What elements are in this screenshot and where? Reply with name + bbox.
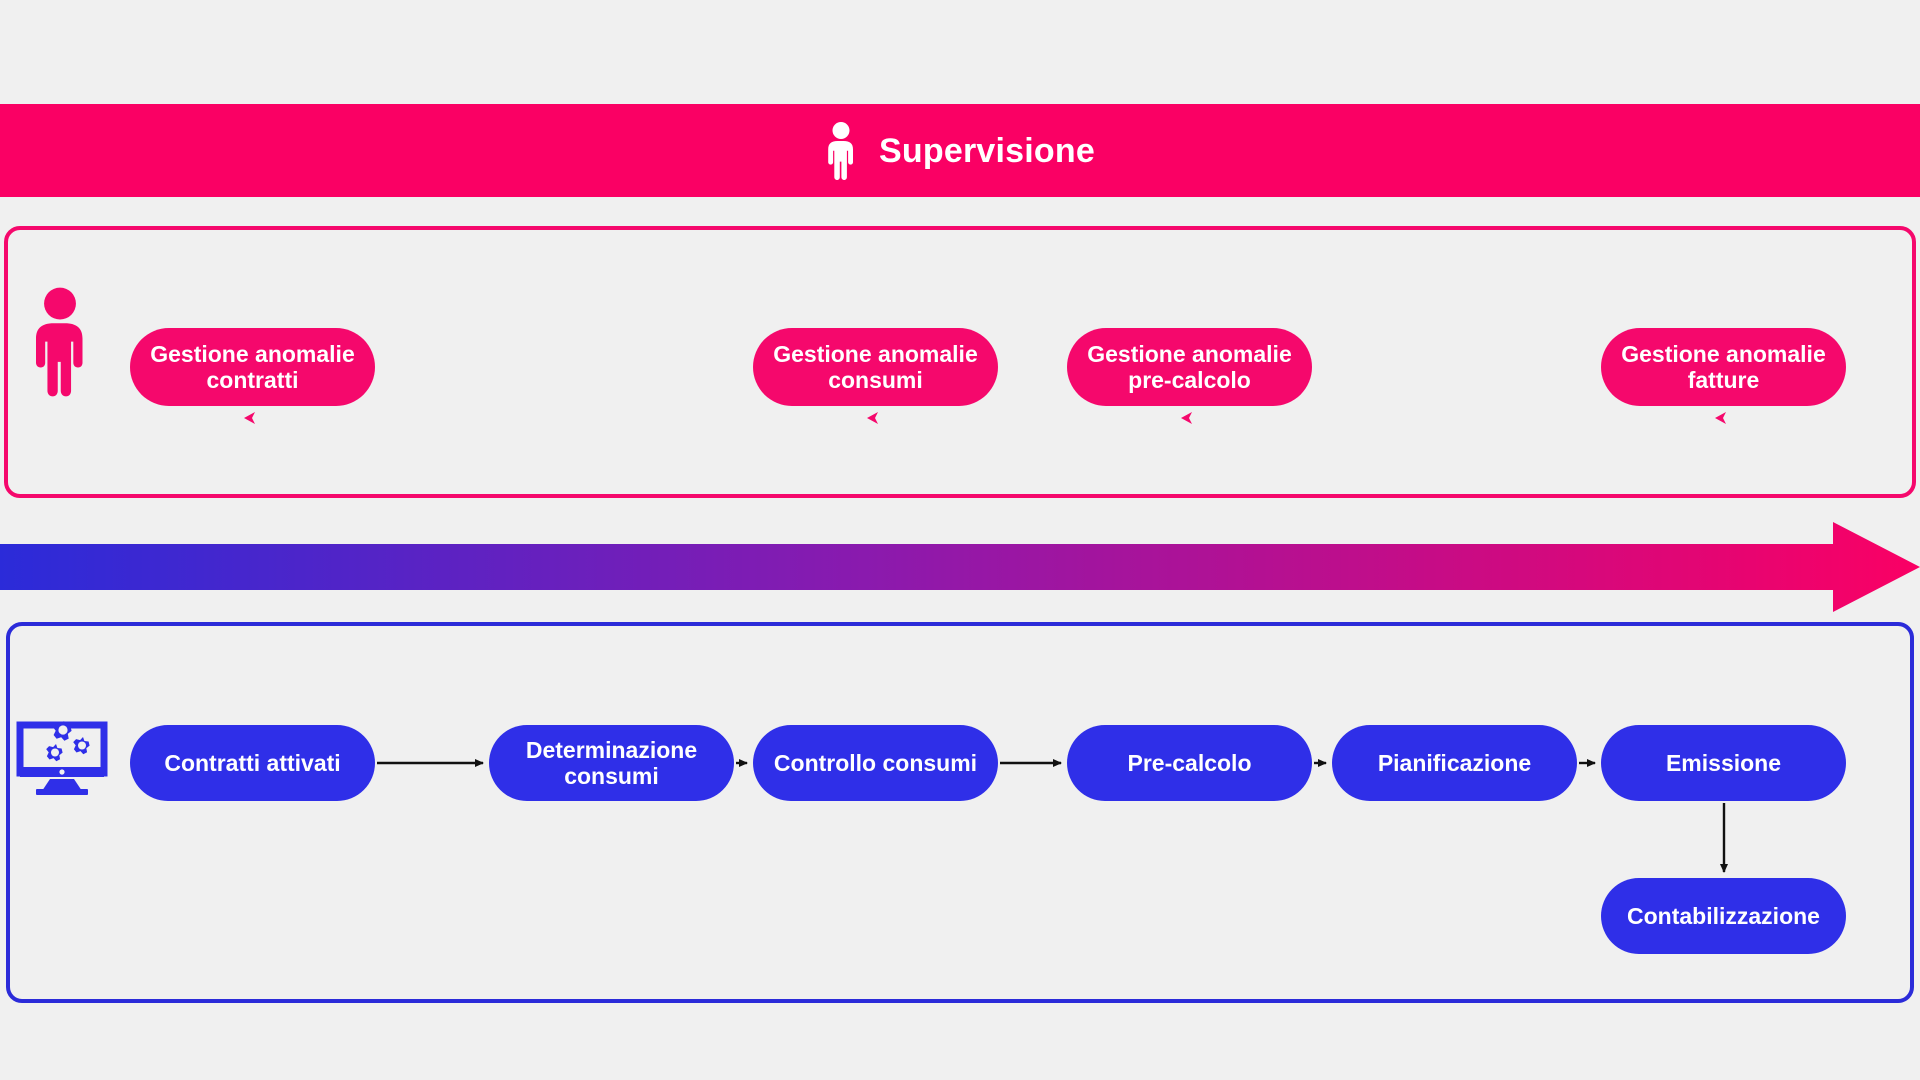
business-lane-container [4, 226, 1916, 498]
person-icon [36, 287, 83, 397]
node-gestione-anomalie-fatture[interactable]: Gestione anomalie fatture [1601, 328, 1846, 406]
node-label: Contabilizzazione [1627, 902, 1820, 929]
node-gestione-anomalie-consumi[interactable]: Gestione anomalie consumi [753, 328, 998, 406]
node-controllo-consumi[interactable]: Controllo consumi [753, 725, 998, 801]
node-emissione[interactable]: Emissione [1601, 725, 1846, 801]
node-label: Determinazione consumi [525, 736, 698, 789]
person-icon [828, 121, 854, 180]
node-label: Pianificazione [1377, 749, 1532, 776]
node-label: Contratti attivati [164, 749, 341, 776]
computer-gears-icon [16, 721, 108, 795]
node-label: Gestione anomalie contratti [150, 340, 355, 393]
supervision-banner: Supervisione [0, 104, 1920, 197]
node-label: Gestione anomalie fatture [1621, 340, 1826, 393]
node-contabilizzazione[interactable]: Contabilizzazione [1601, 878, 1846, 954]
node-contratti-attivati[interactable]: Contratti attivati [130, 725, 375, 801]
node-label: Gestione anomalie consumi [773, 340, 978, 393]
system-lane-container [6, 622, 1914, 1003]
node-gestione-anomalie-contratti[interactable]: Gestione anomalie contratti [130, 328, 375, 406]
node-label: Controllo consumi [773, 749, 978, 776]
node-label: Emissione [1665, 749, 1782, 776]
node-label: Pre-calcolo [1127, 749, 1252, 776]
process-flow-arrow [0, 522, 1920, 612]
node-determinazione-consumi[interactable]: Determinazione consumi [489, 725, 734, 801]
supervision-title: Supervisione [879, 131, 1095, 170]
node-gestione-anomalie-pre-calcolo[interactable]: Gestione anomalie pre-calcolo [1067, 328, 1312, 406]
node-label: Gestione anomalie pre-calcolo [1087, 340, 1292, 393]
node-pre-calcolo[interactable]: Pre-calcolo [1067, 725, 1312, 801]
node-pianificazione[interactable]: Pianificazione [1332, 725, 1577, 801]
